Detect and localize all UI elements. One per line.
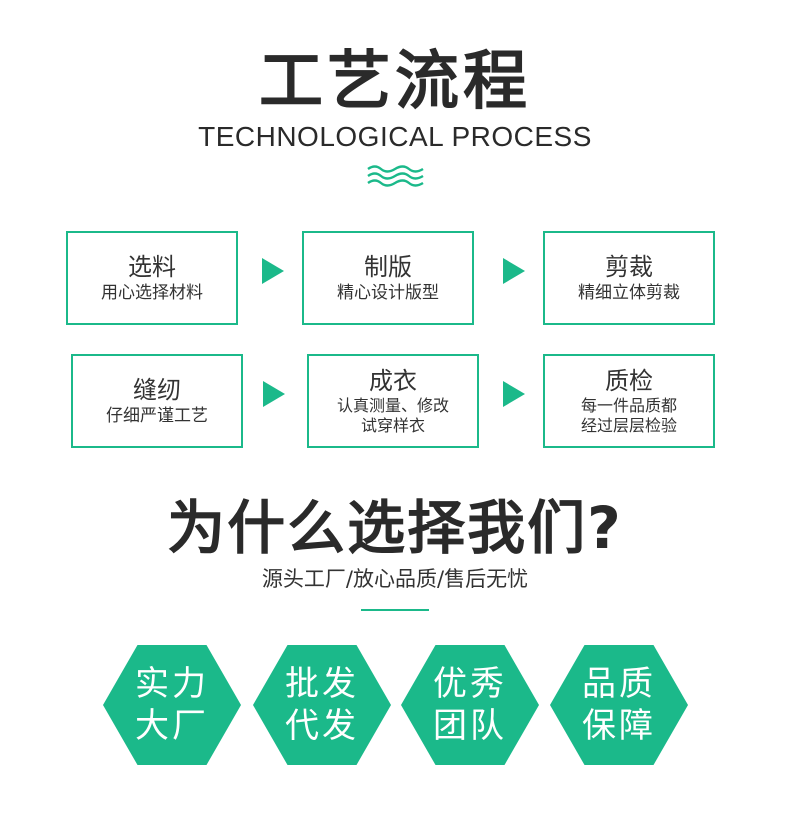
process-step-sewing: 缝纫 仔细严谨工艺 (71, 354, 243, 448)
why-title: 为什么选择我们? (167, 494, 623, 562)
step-desc: 经过层层检验 (580, 416, 677, 435)
feature-label: 团队 (433, 706, 507, 746)
step-title: 缝纫 (133, 376, 181, 404)
feature-hexagon-strength: 实力 大厂 (103, 645, 241, 765)
feature-label: 大厂 (135, 706, 209, 746)
step-title: 制版 (364, 253, 412, 281)
process-step-inspection: 质检 每一件品质都 经过层层检验 (543, 354, 715, 448)
process-step-material: 选料 用心选择材料 (66, 231, 238, 325)
wave-icon (367, 165, 424, 187)
step-desc: 用心选择材料 (101, 283, 203, 303)
feature-label: 品质 (582, 664, 656, 704)
step-title: 质检 (605, 367, 653, 395)
arrow-right-icon (262, 258, 284, 284)
step-desc: 精心设计版型 (337, 283, 439, 303)
arrow-right-icon (263, 381, 285, 407)
step-desc: 每一件品质都 (580, 396, 677, 415)
arrow-right-icon (503, 381, 525, 407)
page-title: 工艺流程 (259, 45, 531, 119)
step-desc: 仔细严谨工艺 (106, 406, 208, 426)
step-title: 选料 (128, 253, 176, 281)
arrow-right-icon (503, 258, 525, 284)
page-subtitle: TECHNOLOGICAL PROCESS (198, 121, 592, 152)
feature-hexagon-team: 优秀 团队 (401, 645, 539, 765)
process-step-cutting: 剪裁 精细立体剪裁 (543, 231, 715, 325)
feature-hexagon-quality: 品质 保障 (550, 645, 688, 765)
feature-label: 批发 (285, 664, 359, 704)
step-desc: 认真测量、修改 (336, 396, 449, 415)
step-desc: 精细立体剪裁 (578, 283, 680, 303)
divider (361, 609, 429, 611)
process-step-pattern: 制版 精心设计版型 (302, 231, 474, 325)
feature-hexagon-wholesale: 批发 代发 (253, 645, 391, 765)
step-desc: 试穿样衣 (360, 416, 425, 435)
feature-label: 保障 (582, 706, 656, 746)
step-title: 剪裁 (605, 253, 653, 281)
step-title: 成衣 (369, 367, 417, 395)
why-subtitle: 源头工厂/放心品质/售后无忧 (261, 567, 529, 591)
process-step-garment: 成衣 认真测量、修改 试穿样衣 (307, 354, 479, 448)
feature-label: 优秀 (433, 664, 507, 704)
feature-label: 代发 (285, 706, 359, 746)
feature-label: 实力 (135, 664, 209, 704)
